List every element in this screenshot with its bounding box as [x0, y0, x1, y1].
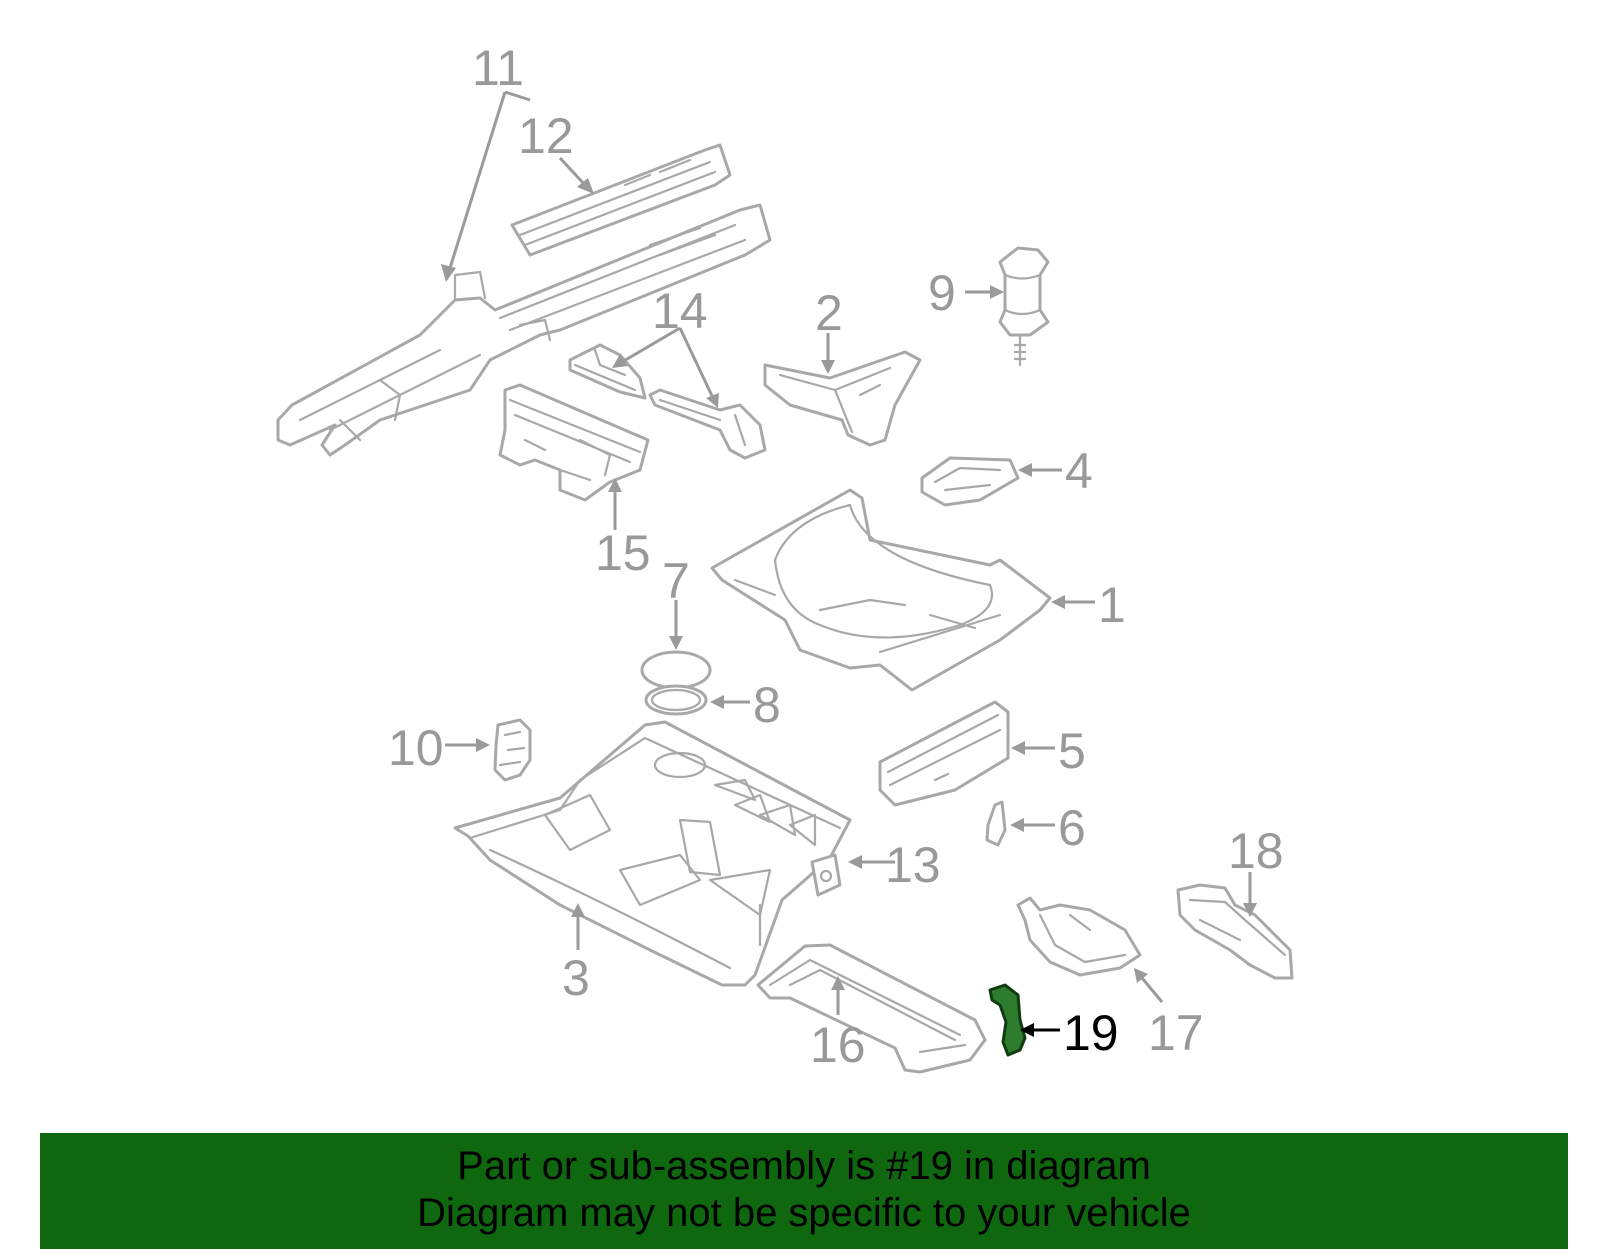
part-7-plug[interactable] [640, 650, 712, 690]
callout-3: 3 [562, 950, 590, 1006]
callout-13: 13 [885, 837, 941, 893]
part-10-bracket[interactable] [493, 718, 532, 782]
callout-11: 11 [472, 40, 524, 96]
banner-line-2: Diagram may not be specific to your vehi… [417, 1191, 1191, 1235]
callout-12: 12 [518, 108, 574, 164]
callout-1: 1 [1098, 577, 1126, 633]
part-1-rear-floor[interactable] [710, 488, 1052, 692]
part-11-side-rail[interactable] [276, 203, 772, 457]
callout-18: 18 [1228, 823, 1284, 879]
callout-16: 16 [810, 1017, 866, 1073]
part-9-jack[interactable] [998, 246, 1050, 367]
part-14-brackets[interactable] [568, 343, 767, 460]
part-15-crossmember[interactable] [498, 383, 650, 502]
parts-diagram: 11 12 14 15 2 9 4 1 7 8 10 5 6 13 3 16 1… [276, 40, 1294, 1074]
callout-17: 17 [1148, 1005, 1204, 1061]
callout-6: 6 [1058, 800, 1086, 856]
part-4-plate[interactable] [920, 456, 1020, 507]
part-3-floor-pan[interactable] [453, 720, 852, 987]
callout-10: 10 [388, 720, 444, 776]
callout-4: 4 [1065, 443, 1093, 499]
callout-15: 15 [595, 525, 651, 581]
part-16-rear-member[interactable] [756, 943, 987, 1074]
callout-8: 8 [753, 677, 781, 733]
part-8-gasket[interactable] [644, 684, 708, 716]
callout-19-highlighted: 19 [1063, 1005, 1119, 1061]
part-17-heat-shield[interactable] [1016, 896, 1142, 977]
part-18-bracket[interactable] [1176, 883, 1294, 980]
part-5-reinforcement[interactable] [878, 700, 1010, 807]
part-2-y-bracket[interactable] [763, 350, 922, 447]
part-13-bracket[interactable] [810, 853, 842, 897]
callout-7: 7 [662, 553, 690, 609]
leader-lines [441, 90, 1257, 1037]
callout-9: 9 [928, 265, 956, 321]
callout-5: 5 [1058, 723, 1086, 779]
callout-2: 2 [815, 285, 843, 341]
part-19-bracket-highlighted[interactable] [988, 983, 1027, 1057]
part-6-clip[interactable] [985, 800, 1007, 847]
callout-14: 14 [652, 283, 708, 339]
part-12-upper-rail[interactable] [510, 143, 732, 257]
info-banner: Part or sub-assembly is #19 in diagram D… [40, 1133, 1568, 1249]
banner-line-1: Part or sub-assembly is #19 in diagram [457, 1144, 1151, 1188]
